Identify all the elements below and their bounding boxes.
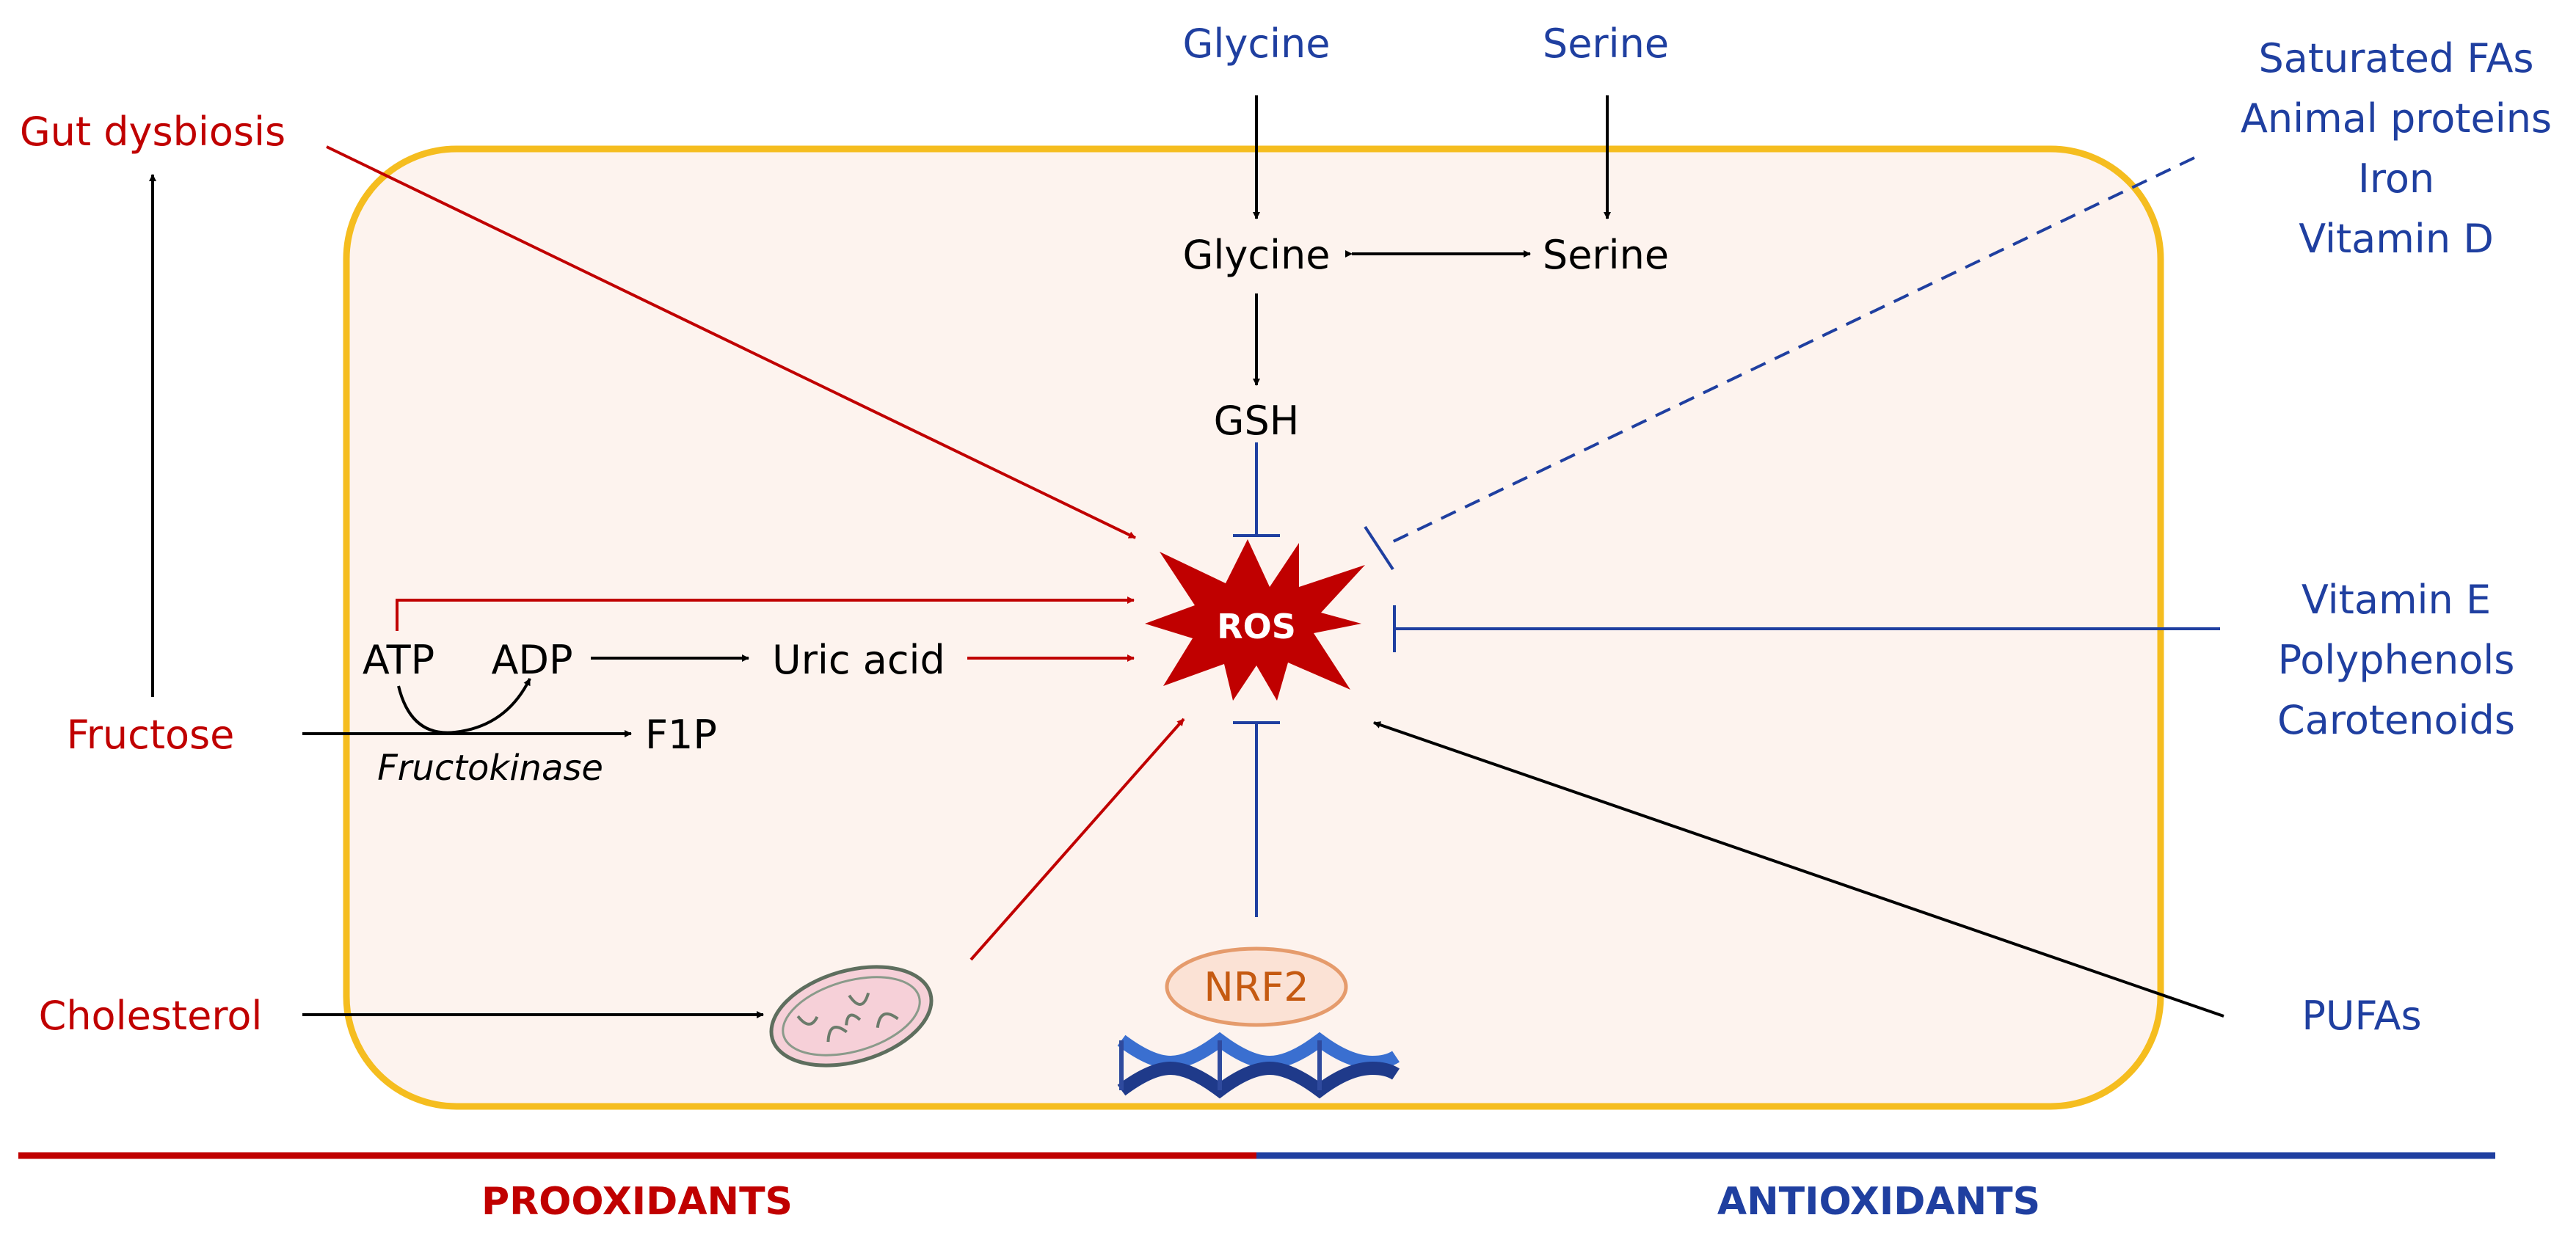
f1p-label: F1P bbox=[645, 712, 717, 758]
nrf2-label: NRF2 bbox=[1204, 964, 1309, 1010]
atp-label: ATP bbox=[363, 637, 434, 683]
arrow-gut-ros bbox=[326, 145, 1136, 539]
prooxidants-label: PROOXIDANTS bbox=[481, 1180, 793, 1224]
gut-dysbiosis-label: Gut dysbiosis bbox=[20, 109, 285, 155]
glycine-inner-label: Glycine bbox=[1183, 232, 1331, 278]
glycine-outer-label: Glycine bbox=[1183, 21, 1331, 67]
gsh-label: GSH bbox=[1214, 398, 1300, 444]
starburst-icon bbox=[1145, 539, 1365, 701]
arrow-mito-ros bbox=[969, 718, 1185, 961]
serine-inner-label: Serine bbox=[1543, 232, 1669, 278]
mitochondrion-icon bbox=[769, 965, 934, 1068]
dna-helix-icon bbox=[1117, 1032, 1400, 1099]
antioxidant-group-mid: Vitamin E Polyphenols Carotenoids bbox=[2277, 577, 2515, 743]
antioxidant-group-top: Saturated FAs Animal proteins Iron Vitam… bbox=[2241, 35, 2552, 262]
inhibitor-gsh-ros bbox=[1233, 442, 1280, 537]
serine-outer-label: Serine bbox=[1543, 21, 1669, 67]
antioxidant-top-4: Vitamin D bbox=[2299, 216, 2494, 262]
arrow-atp-adp bbox=[397, 678, 531, 734]
antioxidants-label: ANTIOXIDANTS bbox=[1717, 1180, 2040, 1224]
fructose-label: Fructose bbox=[67, 712, 235, 758]
antioxidant-top-3: Iron bbox=[2358, 156, 2434, 202]
antioxidant-mid-2: Polyphenols bbox=[2278, 637, 2515, 683]
inhibitor-dietary-ros-dashed bbox=[1364, 156, 2195, 571]
inhibitor-vitamin-ros bbox=[1393, 605, 2220, 652]
pufas-label: PUFAs bbox=[2302, 993, 2421, 1039]
ros-starburst: ROS bbox=[1145, 539, 1365, 701]
nrf2-node: NRF2 bbox=[1165, 946, 1348, 1027]
ros-label: ROS bbox=[1217, 607, 1296, 646]
cholesterol-label: Cholesterol bbox=[39, 993, 263, 1039]
arrow-atp-ros bbox=[396, 596, 1135, 631]
antioxidant-top-2: Animal proteins bbox=[2241, 95, 2552, 142]
antioxidant-mid-3: Carotenoids bbox=[2277, 697, 2515, 743]
fructokinase-label: Fructokinase bbox=[377, 748, 603, 789]
uric-acid-label: Uric acid bbox=[772, 637, 945, 683]
arrow-pufas-ros bbox=[1373, 721, 2224, 1018]
antioxidant-mid-1: Vitamin E bbox=[2302, 577, 2491, 623]
inhibitor-nrf2-ros bbox=[1233, 721, 1280, 917]
adp-label: ADP bbox=[491, 637, 572, 683]
antioxidant-top-1: Saturated FAs bbox=[2258, 35, 2533, 81]
